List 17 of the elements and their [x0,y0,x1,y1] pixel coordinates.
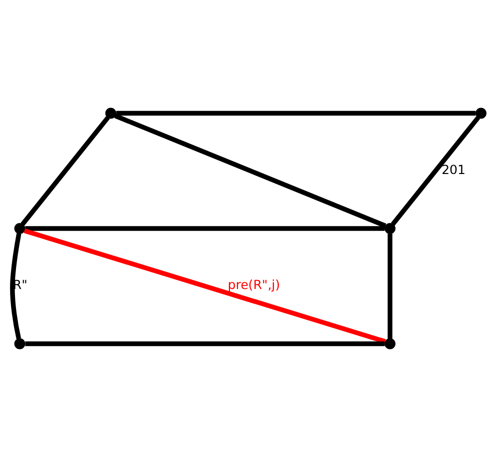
connector [25,341,385,346]
node-circle [384,338,396,350]
node-circle [14,223,26,234]
connector [25,226,385,231]
node-circle [105,108,116,119]
connector [390,116,480,226]
node-circle [14,338,26,350]
connector [24,228,386,344]
connector [388,234,392,339]
connector [116,110,476,116]
connector [114,114,386,228]
connector [10,233,22,340]
edge-label: 201 [442,162,466,177]
connector [20,116,110,226]
edge-label: pre(R",j) [228,277,280,292]
node-circle [476,108,486,119]
node-circle [384,223,396,234]
